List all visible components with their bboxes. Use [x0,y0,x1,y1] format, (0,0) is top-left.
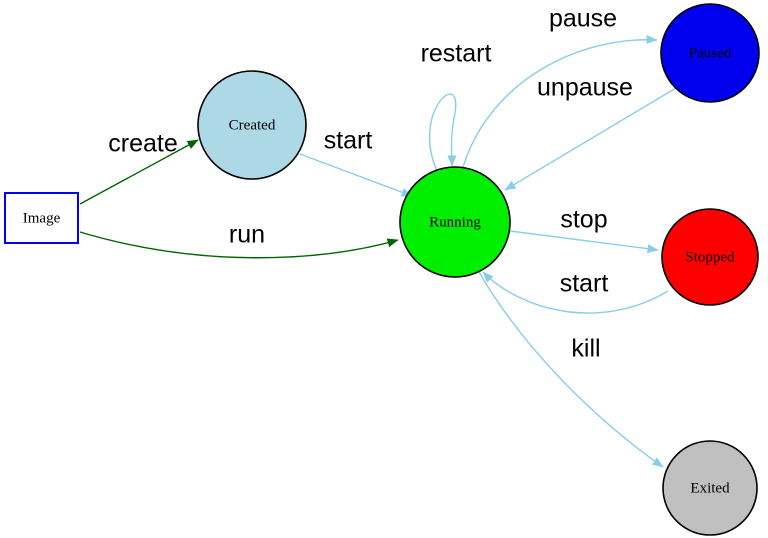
node-label-stopped: Stopped [685,249,735,265]
node-shape-stopped[interactable] [661,208,759,306]
edge-label-kill: kill [571,335,600,363]
node-shape-created[interactable] [197,70,307,180]
edge-stop[interactable] [509,230,659,254]
edge-pause[interactable] [462,34,658,168]
edge-label-start-stopped: start [560,270,609,298]
edge-kill[interactable] [478,271,664,468]
edge-label-pause: pause [549,5,617,33]
edge-label-restart: restart [421,40,492,68]
edge-create[interactable] [79,139,199,205]
edge-start-stopped[interactable] [482,271,669,314]
node-exited[interactable]: Exited [662,440,758,536]
node-image[interactable]: Image [4,192,79,244]
edge-label-stop: stop [560,206,607,234]
edges-layer [79,34,677,468]
node-shape-exited[interactable] [662,440,758,536]
edge-start-created[interactable] [299,153,413,197]
node-label-created: Created [229,117,276,133]
node-created[interactable]: Created [197,70,307,180]
edge-run[interactable] [79,231,399,259]
edge-label-create: create [108,130,177,158]
node-shape-running[interactable] [399,166,511,278]
edge-labels-layer: create run start restart pause unpause stop sta… [108,5,633,363]
edge-label-start-created: start [324,127,373,155]
edge-label-run: run [229,221,265,249]
node-label-image: Image [23,210,61,226]
edge-label-unpause: unpause [537,74,633,102]
node-label-exited: Exited [690,480,730,496]
node-stopped[interactable]: Stopped [661,208,759,306]
node-paused[interactable]: Paused [660,3,760,103]
node-shape-paused[interactable] [660,3,760,103]
edge-restart[interactable] [428,93,457,172]
edge-unpause[interactable] [504,87,677,191]
node-shape-image[interactable] [4,192,79,244]
node-label-running: Running [429,214,481,230]
node-running[interactable]: Running [399,166,511,278]
node-label-paused: Paused [689,45,732,61]
